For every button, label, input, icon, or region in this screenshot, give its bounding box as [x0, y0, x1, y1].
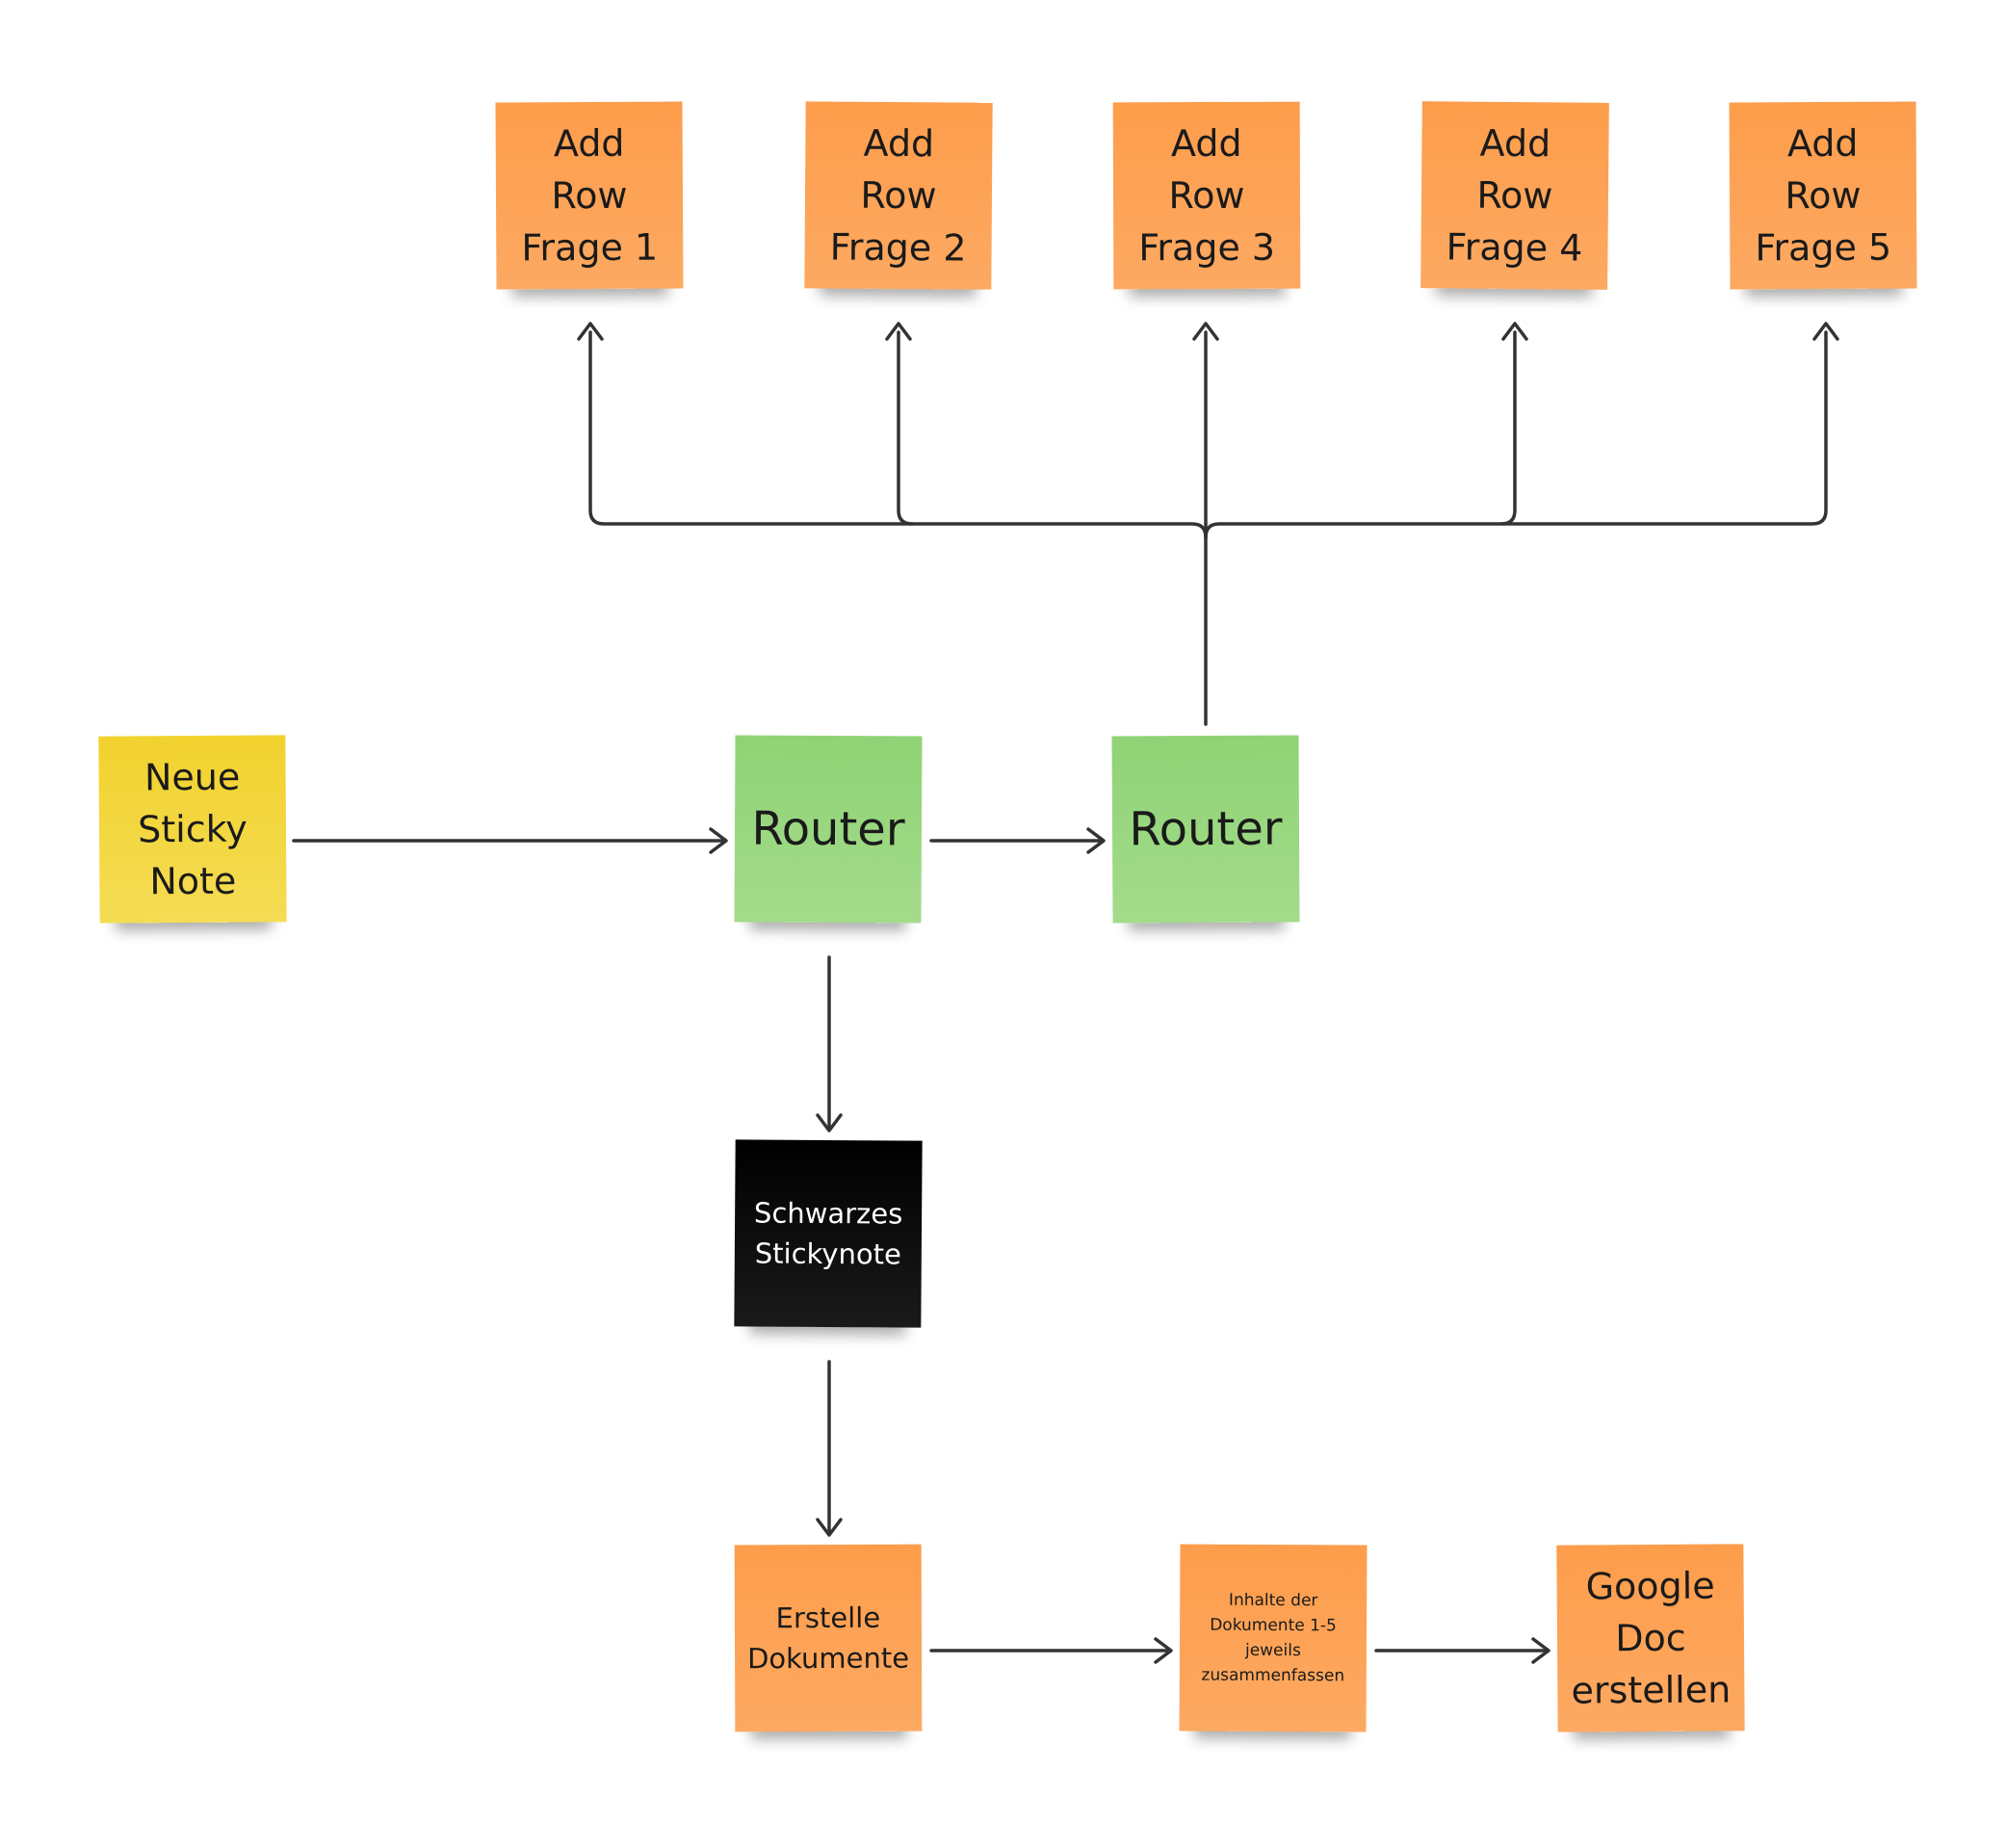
sticky-note-add-row-frage-2[interactable]: Add Row Frage 2: [804, 101, 993, 290]
sticky-note-label: Add Row Frage 2: [829, 121, 967, 270]
sticky-note-erstelle-dokumente[interactable]: Erstelle Dokumente: [734, 1544, 923, 1732]
arrowhead-q5: [1812, 322, 1839, 341]
sticky-note-schwarzes-stickynote[interactable]: Schwarzes Stickynote: [734, 1139, 923, 1328]
connector-branch-bus: [588, 330, 1828, 539]
sticky-note-add-row-frage-1[interactable]: Add Row Frage 1: [495, 101, 684, 290]
sticky-note-label: Router: [751, 801, 905, 857]
sticky-note-label: Inhalte der Dokumente 1-5 jeweils zusamm…: [1201, 1590, 1345, 1686]
sticky-note-label: Add Row Frage 5: [1755, 121, 1892, 270]
arrowhead-google: [1531, 1637, 1550, 1664]
sticky-note-label: Neue Sticky Note: [138, 755, 247, 903]
sticky-note-inhalte-zusammenfassen[interactable]: Inhalte der Dokumente 1-5 jeweils zusamm…: [1179, 1544, 1368, 1732]
sticky-note-add-row-frage-5[interactable]: Add Row Frage 5: [1729, 101, 1917, 290]
arrowhead-q4: [1501, 322, 1528, 341]
arrowhead-q1: [577, 322, 604, 341]
arrowhead-inhalte: [1154, 1637, 1173, 1664]
arrowhead-q3: [1192, 322, 1219, 341]
sticky-note-add-row-frage-3[interactable]: Add Row Frage 3: [1112, 101, 1301, 290]
arrowhead-q2: [885, 322, 912, 341]
sticky-note-label: Router: [1129, 801, 1283, 857]
sticky-note-label: Schwarzes Stickynote: [753, 1196, 903, 1271]
arrowhead-erstelle: [816, 1518, 843, 1537]
sticky-note-label: Add Row Frage 4: [1446, 121, 1583, 270]
connector-branch-q4: [1499, 330, 1517, 526]
sticky-note-add-row-frage-4[interactable]: Add Row Frage 4: [1420, 101, 1609, 290]
sticky-note-neue-sticky-note[interactable]: Neue Sticky Note: [98, 735, 287, 924]
connector-branch-q2: [897, 330, 914, 526]
sticky-note-router-2[interactable]: Router: [1111, 735, 1300, 924]
sticky-note-label: Google Doc erstellen: [1571, 1564, 1732, 1712]
sticky-note-label: Add Row Frage 3: [1138, 121, 1276, 270]
sticky-note-label: Add Row Frage 1: [521, 121, 659, 270]
arrowhead-black: [816, 1113, 843, 1132]
arrowhead-router2: [1086, 827, 1106, 854]
arrowhead-router1: [709, 827, 728, 854]
sticky-note-google-doc-erstellen[interactable]: Google Doc erstellen: [1556, 1544, 1745, 1732]
sticky-note-router-1[interactable]: Router: [734, 735, 923, 924]
sticky-note-label: Erstelle Dokumente: [746, 1601, 910, 1676]
